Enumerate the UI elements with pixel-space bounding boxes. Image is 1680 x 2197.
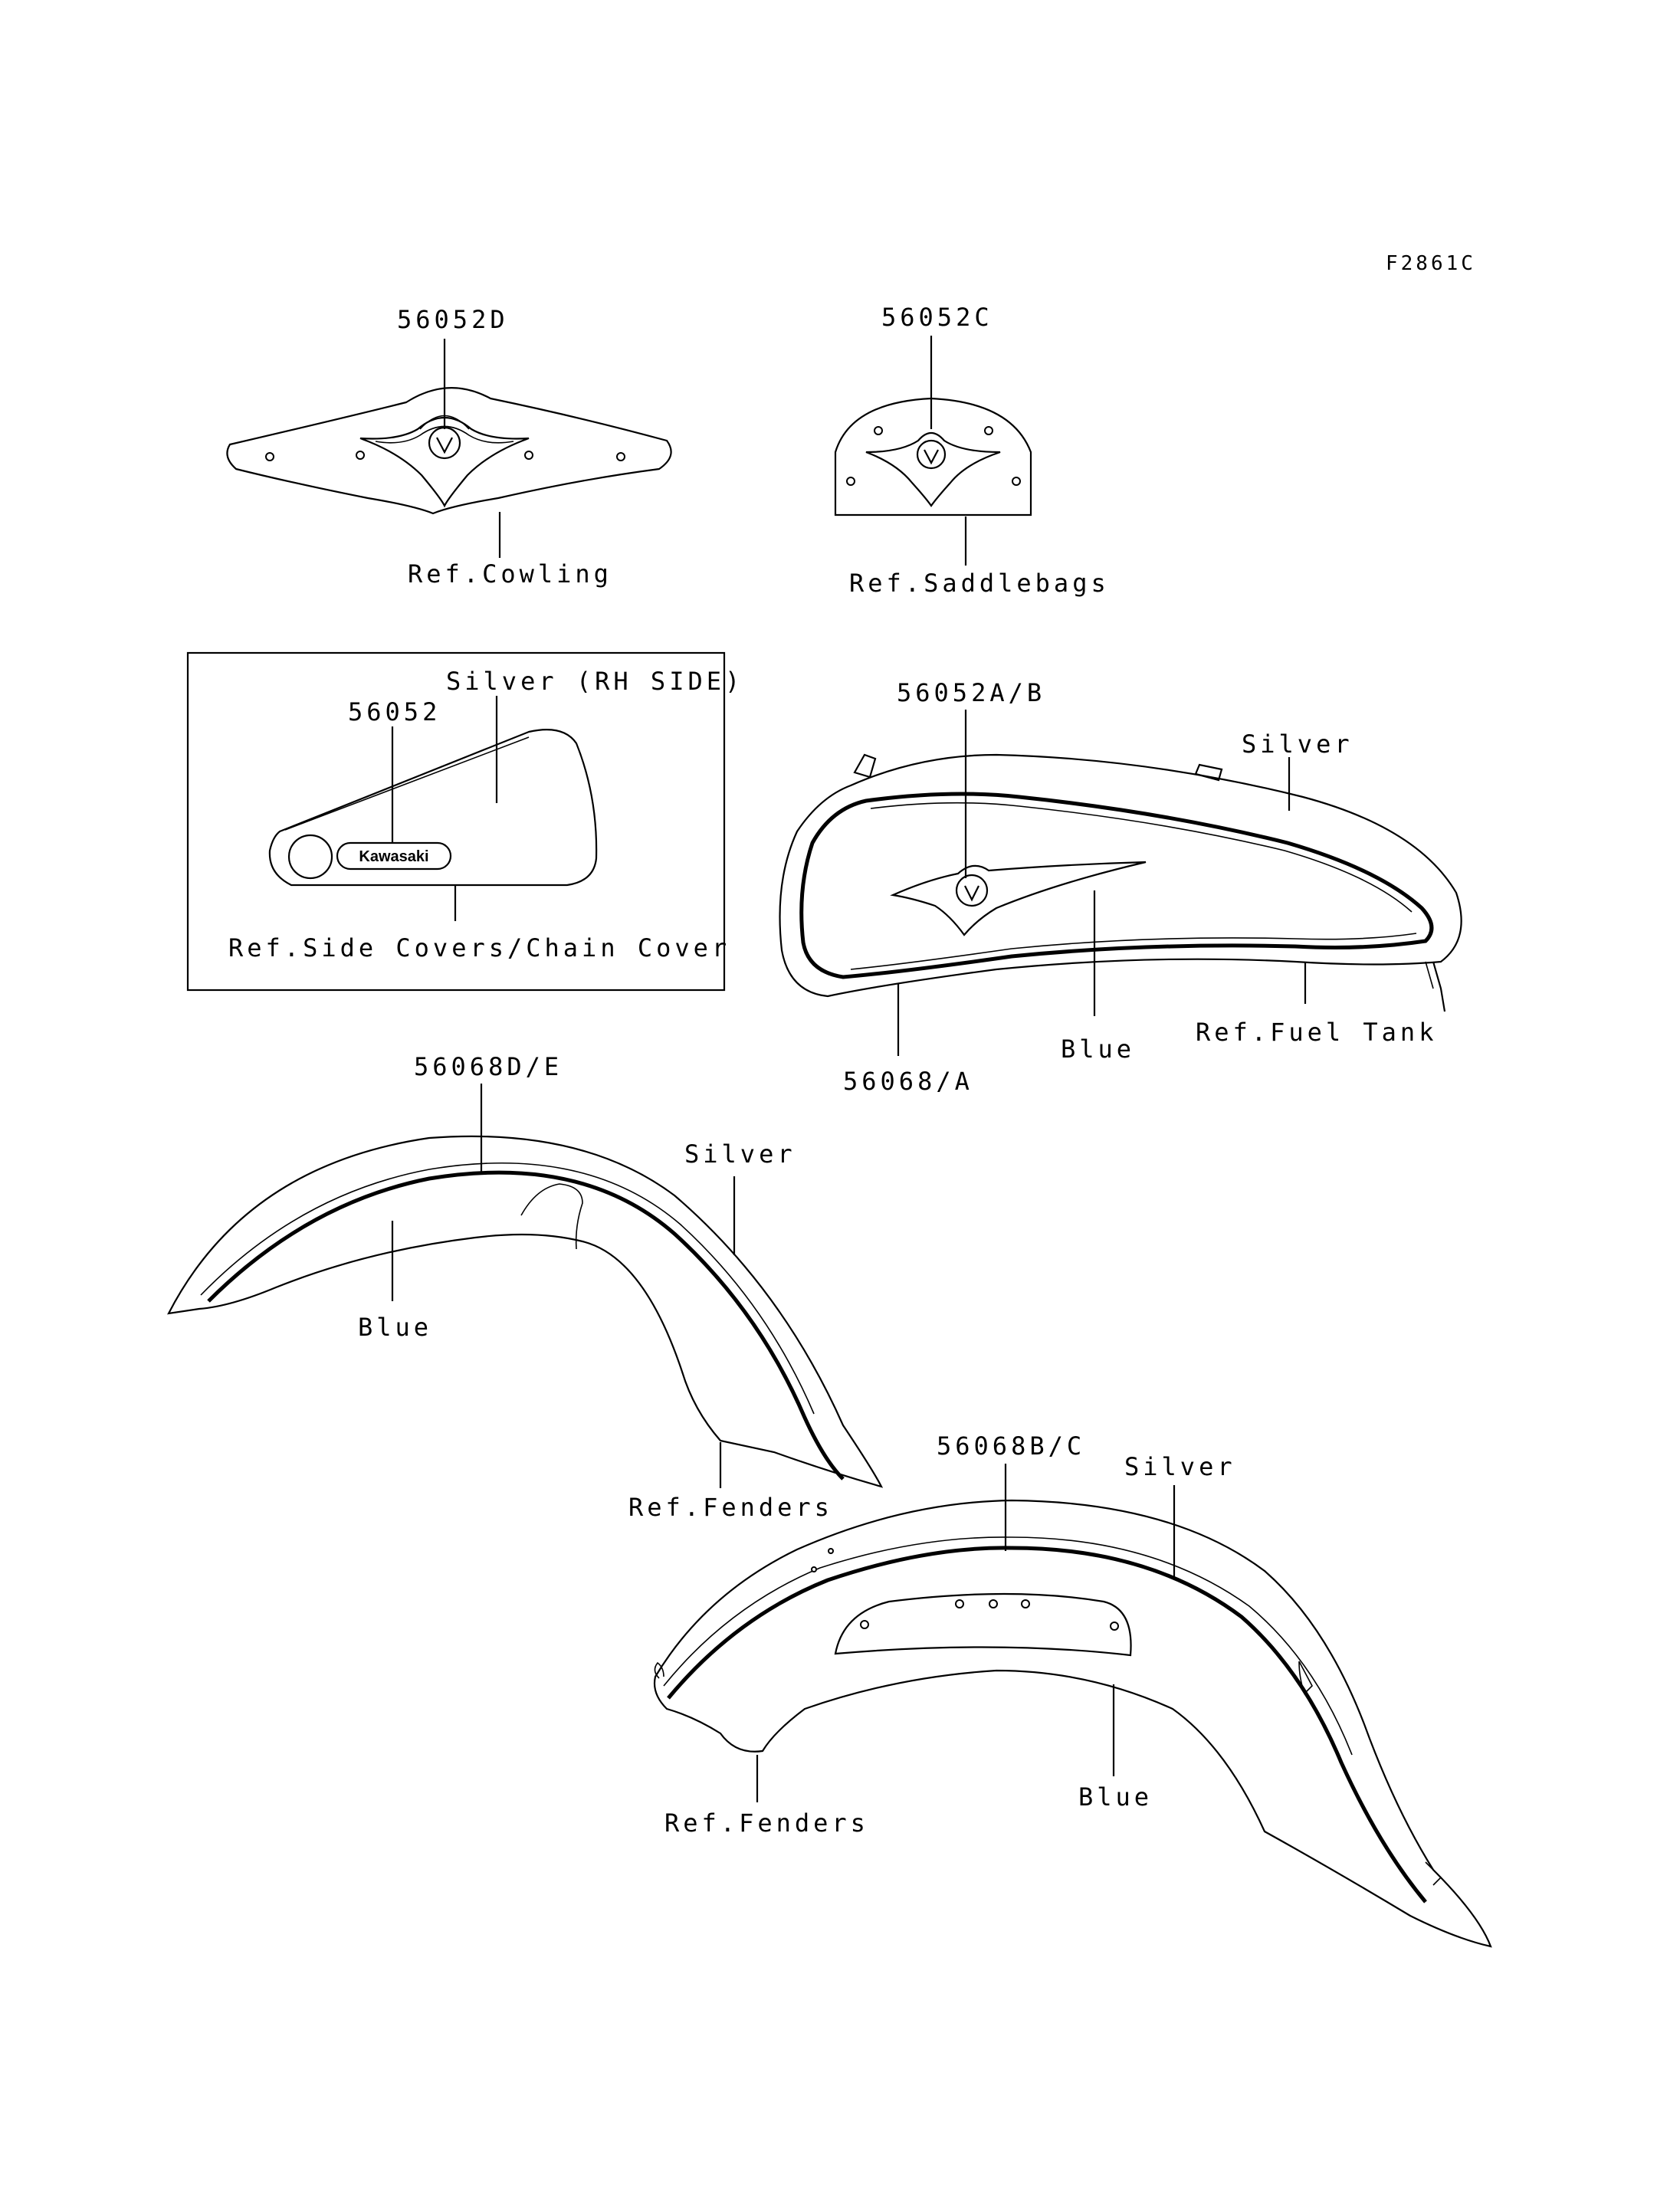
kawasaki-logo-text: Kawasaki: [359, 848, 428, 865]
front-blue-label: Blue: [358, 1313, 432, 1342]
front-silver-label: Silver: [684, 1139, 796, 1169]
front-fender: [167, 1135, 884, 1488]
side-ref-label: Ref.Side Covers/Chain Cover: [228, 933, 730, 962]
rear-silver-label: Silver: [1124, 1452, 1236, 1481]
rear-ref-label: Ref.Fenders: [664, 1808, 869, 1838]
tank-silver-label: Silver: [1242, 730, 1354, 759]
front-part-number: 56068D/E: [414, 1052, 563, 1081]
tank-part-number: 56052A/B: [897, 678, 1045, 707]
fuel-tank: [779, 753, 1462, 1012]
side-part-number: 56052: [348, 697, 441, 726]
side-cover: Kawasaki: [268, 729, 598, 887]
front-ref-label: Ref.Fenders: [628, 1493, 833, 1522]
side-color-label: Silver (RH SIDE): [446, 667, 743, 696]
rear-blue-label: Blue: [1078, 1782, 1153, 1812]
tank-blue-label: Blue: [1061, 1035, 1135, 1064]
rear-fender: [653, 1499, 1492, 1948]
side-cover-frame: [186, 651, 726, 992]
cowl-part-number: 56052D: [397, 305, 509, 334]
saddle-part-number: 56052C: [881, 303, 993, 332]
rear-part-number: 56068B/C: [937, 1431, 1085, 1461]
saddlebag-emblem: [834, 397, 1032, 516]
cowling-emblem: [226, 387, 672, 515]
saddle-ref-label: Ref.Saddlebags: [849, 569, 1110, 598]
cowl-ref-label: Ref.Cowling: [408, 559, 612, 589]
tank-ref-label: Ref.Fuel Tank: [1196, 1018, 1437, 1047]
figure-id: F2861C: [1386, 252, 1476, 275]
tank-stripe-number: 56068/A: [843, 1067, 973, 1096]
